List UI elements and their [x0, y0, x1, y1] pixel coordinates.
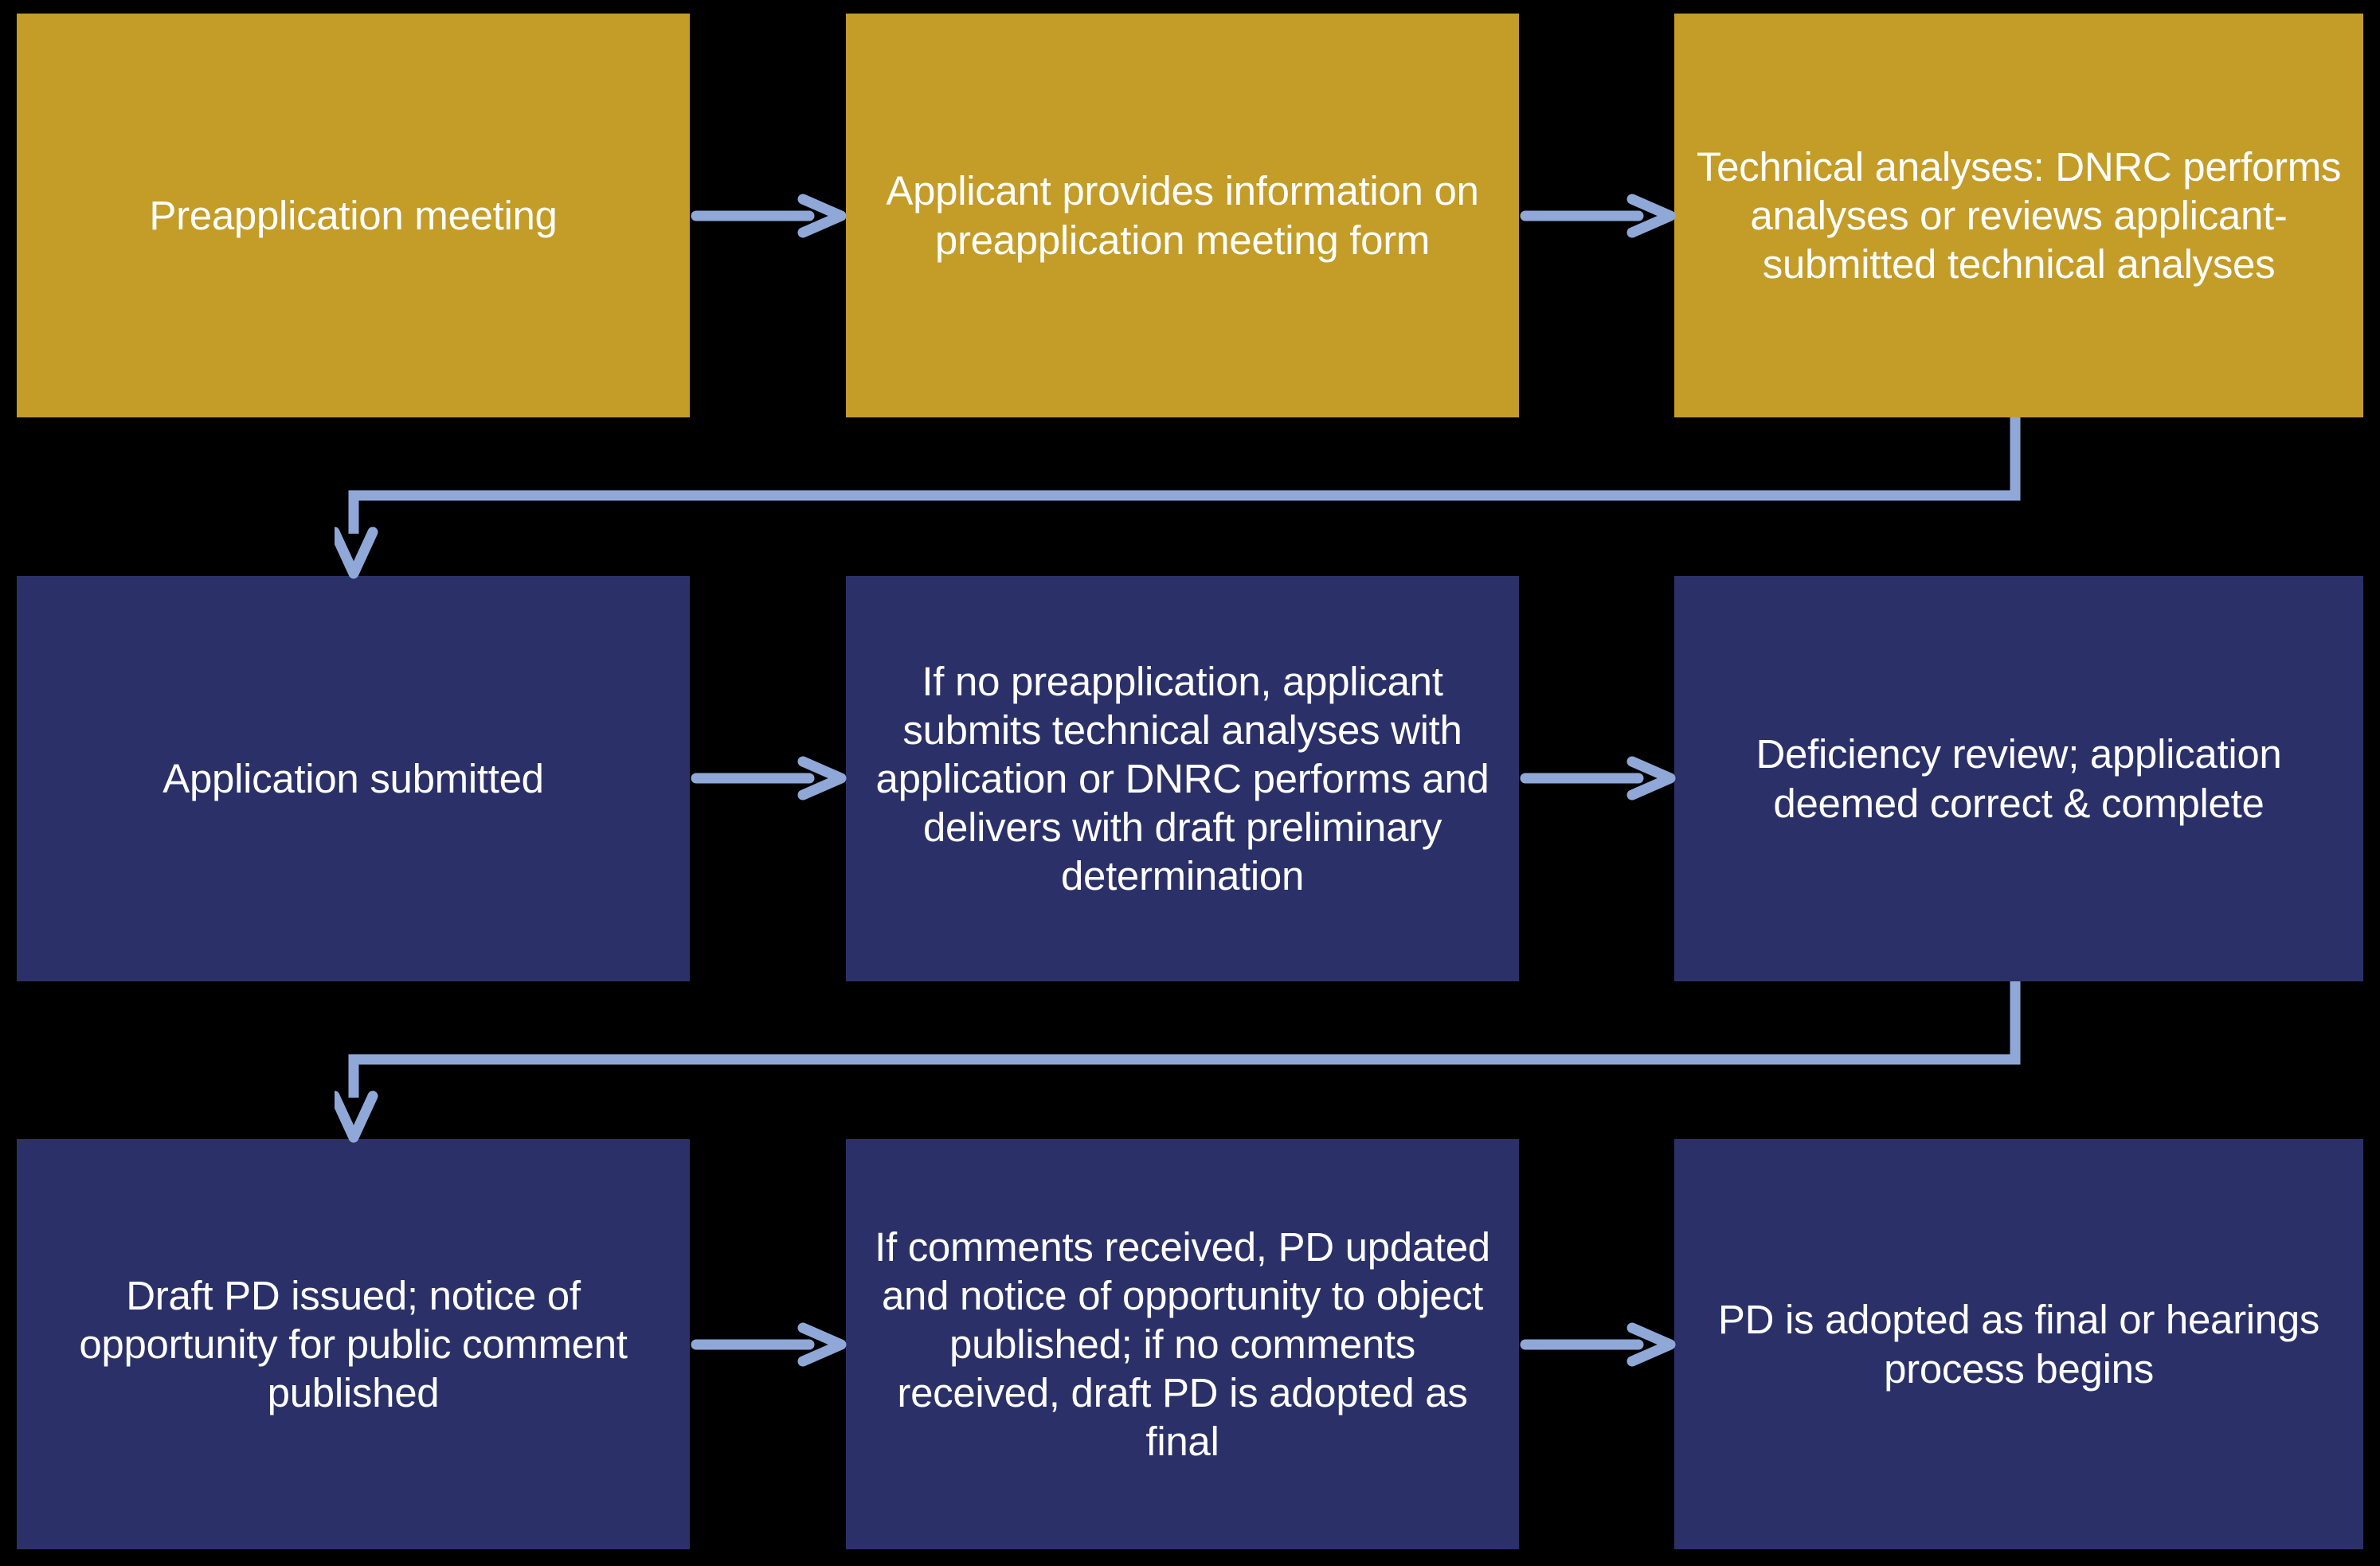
connector-arrow-r3c2-to-r3c3	[1520, 1322, 1676, 1367]
flow-node-application-submitted[interactable]: Application submitted	[17, 576, 690, 981]
connector-elbow-r2c3-to-r3c1	[335, 981, 2021, 1143]
flow-node-preapplication-meeting[interactable]: Preapplication meeting	[17, 14, 690, 417]
flow-node-technical-analyses[interactable]: Technical analyses: DNRC performs analys…	[1674, 14, 2363, 417]
connector-arrow-r1c1-to-r1c2	[691, 194, 847, 238]
connector-arrow-r3c1-to-r3c2	[691, 1322, 847, 1367]
connector-arrow-r2c2-to-r2c3	[1520, 756, 1676, 801]
flow-node-if-no-preapplication[interactable]: If no preapplication, applicant submits …	[846, 576, 1519, 981]
connector-arrow-r1c2-to-r1c3	[1520, 194, 1676, 238]
flow-node-pd-adopted-final[interactable]: PD is adopted as final or hearings proce…	[1674, 1139, 2363, 1549]
flow-node-deficiency-review[interactable]: Deficiency review; application deemed co…	[1674, 576, 2363, 981]
connector-arrow-r2c1-to-r2c2	[691, 756, 847, 801]
flow-node-applicant-provides-information[interactable]: Applicant provides information on preapp…	[846, 14, 1519, 417]
connector-elbow-r1c3-to-r2c1	[335, 417, 2021, 579]
flow-node-draft-pd-issued[interactable]: Draft PD issued; notice of opportunity f…	[17, 1139, 690, 1549]
flow-node-if-comments-received[interactable]: If comments received, PD updated and not…	[846, 1139, 1519, 1549]
